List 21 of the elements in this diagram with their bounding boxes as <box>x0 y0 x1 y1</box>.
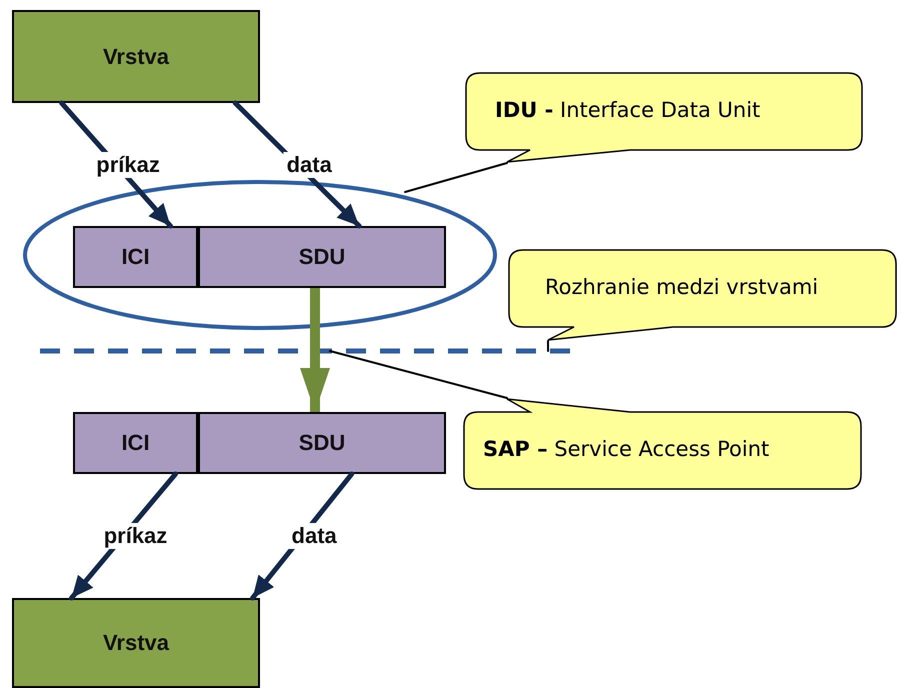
edge-label: data <box>288 523 340 549</box>
edge-label: data <box>284 152 335 178</box>
callout-text: IDU - Interface Data Unit <box>495 98 760 122</box>
box-label: ICI <box>121 244 150 270</box>
box-label: SDU <box>298 430 346 456</box>
callout-text: Rozhranie medzi vrstvami <box>545 274 818 298</box>
pdu-field <box>198 412 446 474</box>
leader-line <box>547 340 550 352</box>
pdu-field <box>73 412 198 474</box>
arrow <box>300 288 330 412</box>
box-label: Vrstva <box>102 630 170 656</box>
layer-box <box>12 10 260 103</box>
box-label: Vrstva <box>102 44 170 70</box>
box-label: ICI <box>121 430 150 456</box>
pdu-field <box>198 226 446 288</box>
leader-line <box>404 162 508 193</box>
pdu-field <box>73 226 198 288</box>
layer-box <box>12 598 260 688</box>
box-label: SDU <box>298 244 346 270</box>
leader-line <box>328 350 508 399</box>
callout-text: SAP – Service Access Point <box>483 436 770 460</box>
